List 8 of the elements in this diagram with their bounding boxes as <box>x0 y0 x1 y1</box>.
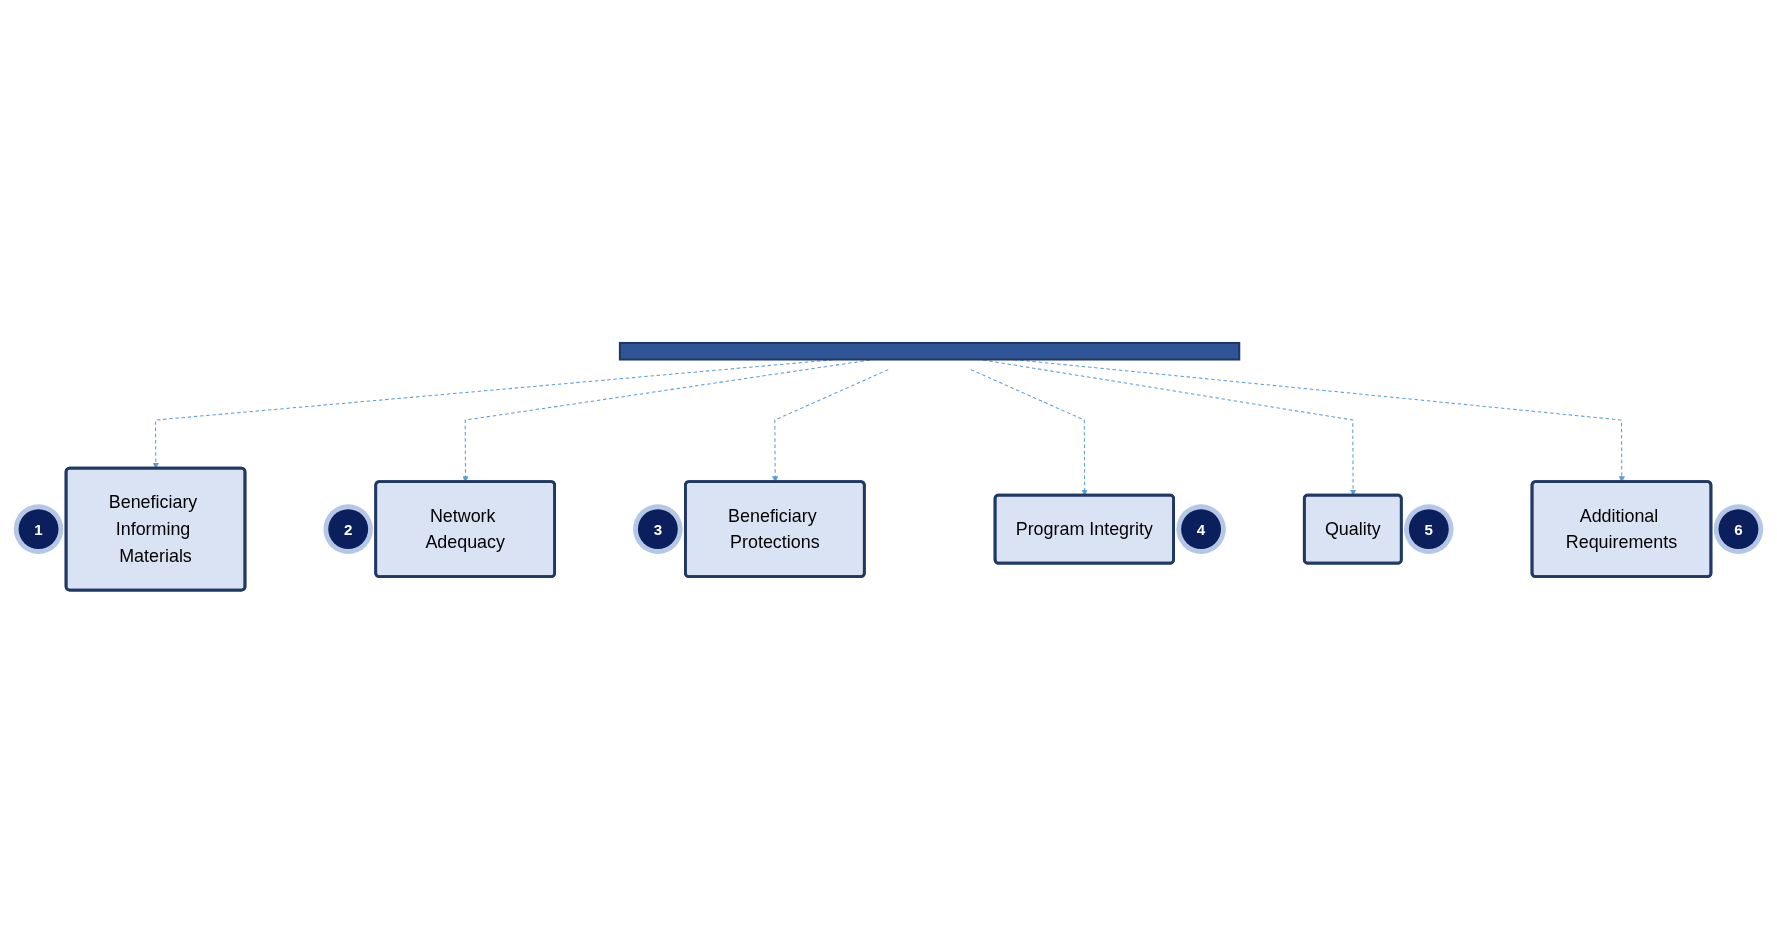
number-badge: 4 <box>1176 504 1226 554</box>
number-badge: 5 <box>1404 504 1454 554</box>
number-badge: 3 <box>633 504 683 554</box>
arrow <box>970 369 1088 496</box>
number-badge: 6 <box>1713 504 1764 554</box>
number-badge: 2 <box>323 504 373 554</box>
number-badge: 1 <box>13 504 64 554</box>
node-bar <box>618 341 1241 361</box>
